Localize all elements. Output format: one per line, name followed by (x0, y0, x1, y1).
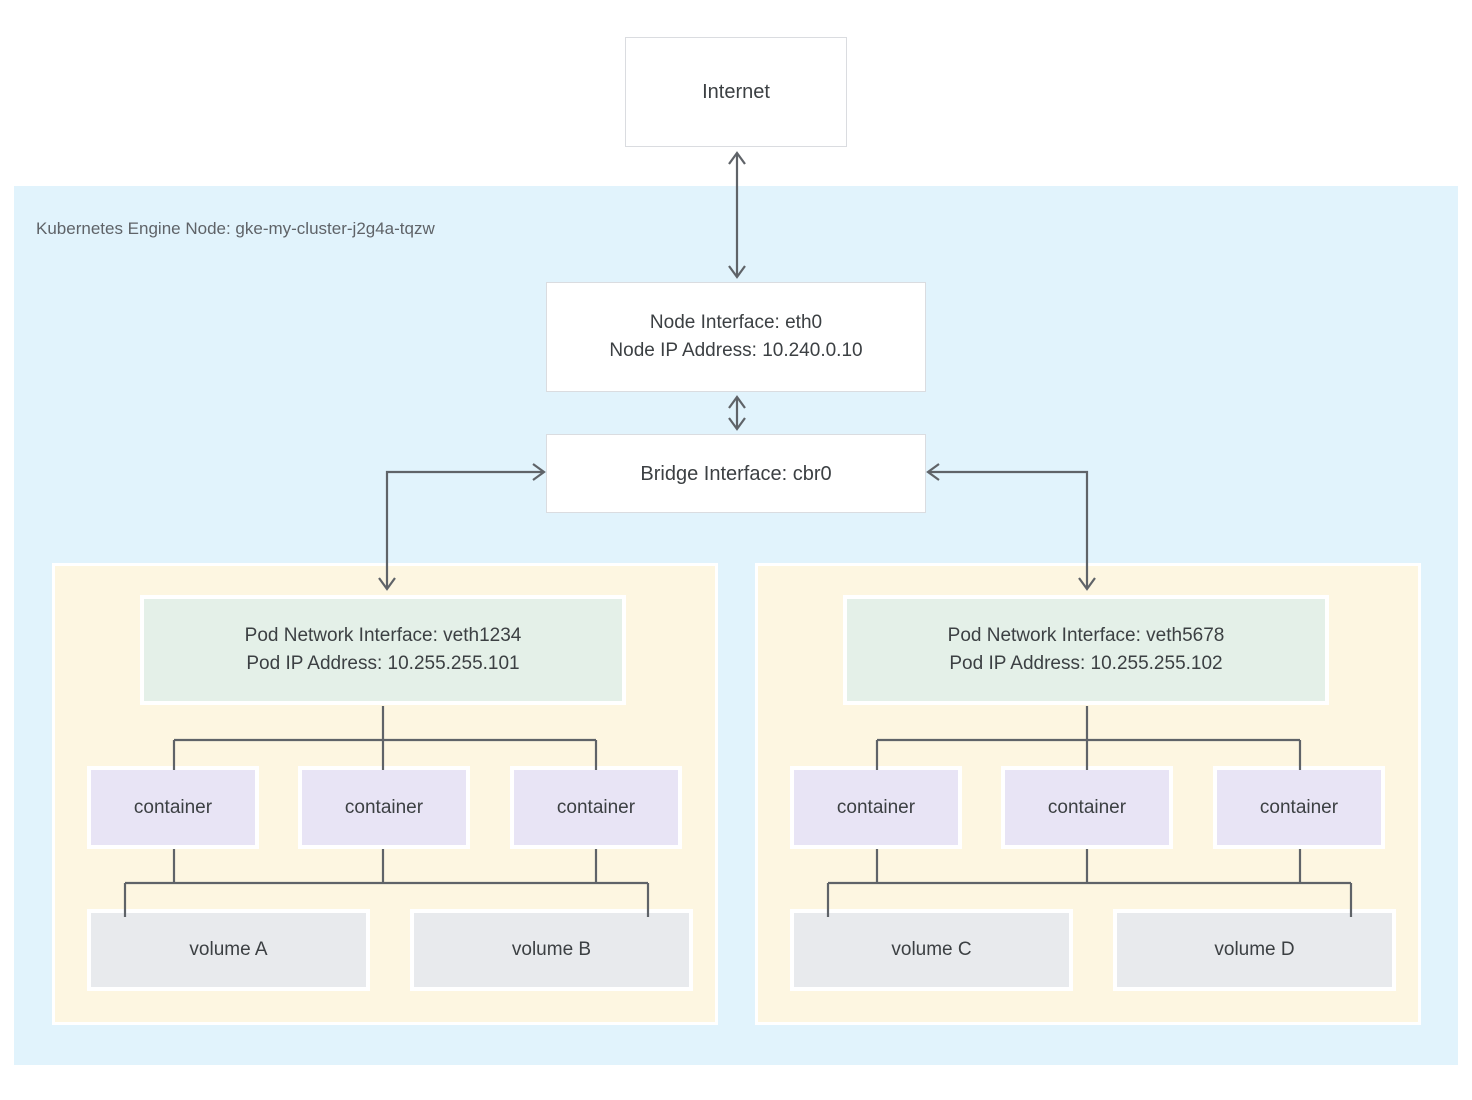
pod-2-ip-address: Pod IP Address: 10.255.255.102 (949, 653, 1223, 674)
volume-label: volume C (891, 939, 972, 960)
container-label: container (556, 796, 636, 818)
bridge-interface-label: Bridge Interface: cbr0 (640, 462, 832, 485)
container-label: container (836, 796, 916, 818)
volume-label: volume D (1214, 939, 1295, 960)
internet-label: Internet (702, 81, 770, 103)
container-label: container (1047, 796, 1127, 818)
pod-2-container-3-box: container (1213, 766, 1385, 849)
pod-1-volume-b-box: volume B (410, 909, 693, 991)
pod-1-network-interface-box: Pod Network Interface: veth1234 Pod IP A… (140, 595, 626, 705)
pod-1-volume-a-box: volume A (87, 909, 370, 991)
node-ip-address: Node IP Address: 10.240.0.10 (609, 340, 863, 361)
pod-2-container-2-box: container (1001, 766, 1173, 849)
pod-2: Pod Network Interface: veth5678 Pod IP A… (755, 563, 1421, 1025)
container-label: container (344, 796, 424, 818)
container-label: container (133, 796, 213, 818)
volume-label: volume B (511, 939, 592, 960)
pod-2-network-interface-name: Pod Network Interface: veth5678 (947, 625, 1225, 646)
node-interface-name: Node Interface: eth0 (649, 312, 823, 333)
pod-2-network-interface-box: Pod Network Interface: veth5678 Pod IP A… (843, 595, 1329, 705)
node-region-label: Kubernetes Engine Node: gke-my-cluster-j… (36, 219, 435, 238)
pod-2-container-1-box: container (790, 766, 962, 849)
pod-1: Pod Network Interface: veth1234 Pod IP A… (52, 563, 718, 1025)
bridge-interface-box: Bridge Interface: cbr0 (546, 434, 926, 513)
internet-box: Internet (625, 37, 847, 147)
pod-1-container-3-box: container (510, 766, 682, 849)
node-interface-box: Node Interface: eth0 Node IP Address: 10… (546, 282, 926, 392)
pod-2-volume-c-box: volume C (790, 909, 1073, 991)
pod-1-network-interface-name: Pod Network Interface: veth1234 (244, 625, 522, 646)
pod-1-ip-address: Pod IP Address: 10.255.255.101 (246, 653, 520, 674)
pod-2-volume-d-box: volume D (1113, 909, 1396, 991)
container-label: container (1259, 796, 1339, 818)
pod-1-container-1-box: container (87, 766, 259, 849)
volume-label: volume A (189, 939, 268, 960)
pod-1-container-2-box: container (298, 766, 470, 849)
